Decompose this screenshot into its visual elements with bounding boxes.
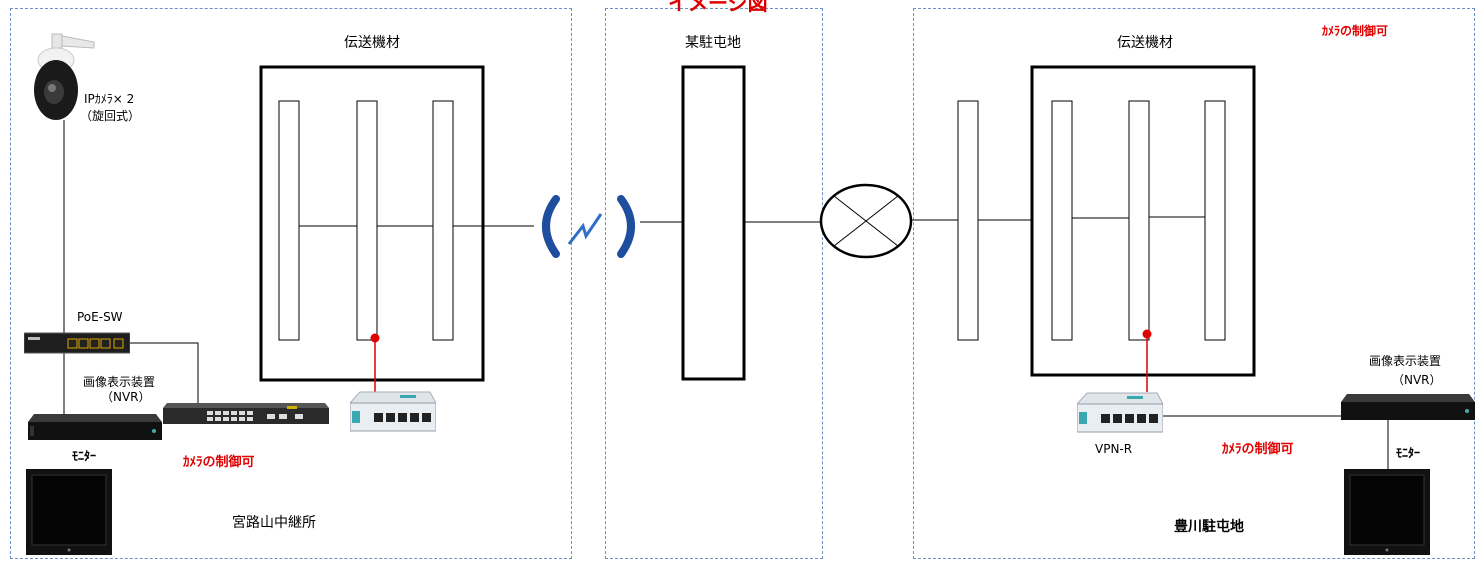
left-router-port: [370, 333, 380, 343]
right-router-port: [1142, 329, 1152, 339]
left-nvr-sublabel: （NVR）: [101, 390, 151, 404]
left-nvr-icon: [28, 412, 162, 442]
right-equipment-label: 伝送機材: [1117, 35, 1173, 51]
right-nvr-icon: [1341, 392, 1475, 422]
right-external-module: [957, 100, 979, 341]
poe-switch-icon: [23, 331, 131, 355]
right-monitor-label: ﾓﾆﾀｰ: [1396, 446, 1421, 460]
camera-label: IPｶﾒﾗ× 2: [84, 92, 135, 106]
diagram-title: イメージ図: [668, 0, 768, 15]
left-control-label: ｶﾒﾗの制御可: [183, 455, 255, 470]
left-monitor-icon: [26, 469, 112, 559]
right-control-label-top: ｶﾒﾗの制御可: [1322, 24, 1389, 38]
left-equipment-module-1: [278, 100, 300, 341]
right-router-icon: [1075, 392, 1164, 436]
right-equipment-module-3: [1204, 100, 1226, 341]
right-control-label-bottom: ｶﾒﾗの制御可: [1222, 442, 1294, 457]
middle-site-name: 某駐屯地: [685, 35, 741, 51]
left-nvr-label: 画像表示装置: [83, 375, 156, 389]
radio-bolt: [567, 213, 603, 245]
camera-sublabel: （旋回式）: [80, 109, 141, 123]
left-equipment-label: 伝送機材: [344, 35, 400, 51]
left-monitor-label: ﾓﾆﾀｰ: [72, 449, 97, 463]
right-equipment-module-1: [1051, 100, 1073, 341]
left-equipment-module-2: [356, 100, 378, 341]
left-router-icon: [348, 391, 437, 433]
right-equipment-module-2: [1128, 100, 1150, 341]
right-nvr-label: 画像表示装置: [1369, 354, 1442, 368]
middle-equipment: [681, 65, 746, 381]
right-nvr-sublabel: （NVR）: [1392, 373, 1442, 387]
network-cross-2: [833, 195, 899, 247]
poe-switch-label: PoE-SW: [77, 310, 123, 324]
radio-left-arc: [542, 195, 560, 258]
ptz-camera-icon: [32, 30, 102, 122]
left-equipment-module-3: [432, 100, 454, 341]
right-site-name: 豊川駐屯地: [1174, 519, 1244, 535]
right-router-label: VPN-R: [1095, 442, 1133, 456]
left-site-name: 宮路山中継所: [232, 515, 316, 531]
right-monitor-icon: [1344, 469, 1430, 559]
poe-to-switch-cable: [130, 342, 199, 408]
radio-right-arc: [617, 195, 635, 258]
network-switch-icon: [163, 402, 329, 426]
